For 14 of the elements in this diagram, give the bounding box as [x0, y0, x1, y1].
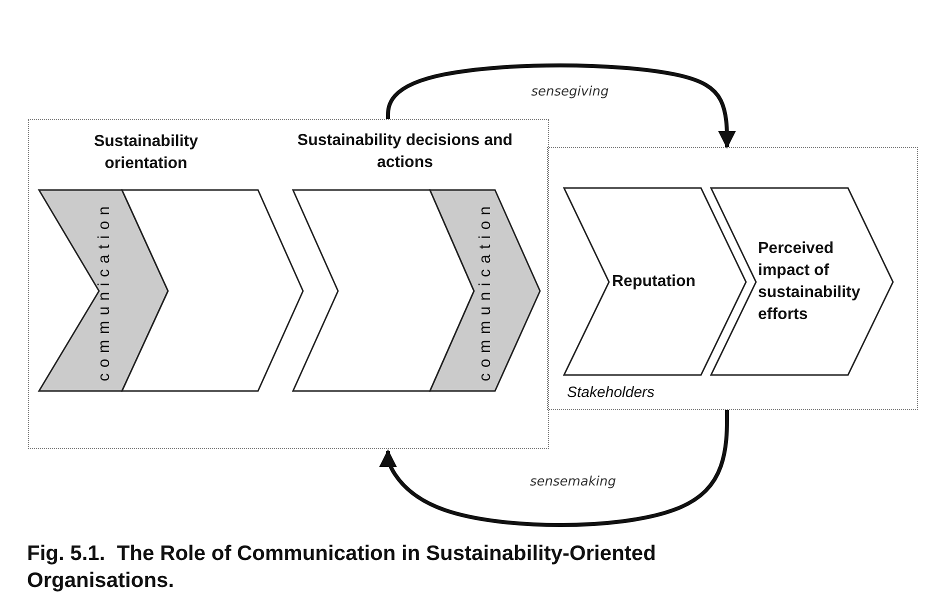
- group-label: Stakeholders: [567, 384, 656, 401]
- curved-arrow: [386, 63, 736, 149]
- group-frame: [28, 119, 549, 449]
- vertical-label: communication: [477, 200, 495, 382]
- group-frame: [547, 147, 918, 410]
- chevron-label: Reputation: [612, 272, 697, 292]
- chevron-label: Perceived impact of sustainability efforts: [758, 239, 862, 325]
- curved-arrow: [379, 410, 729, 527]
- edge-label: sensegiving: [529, 84, 611, 100]
- vertical-label: communication: [96, 200, 114, 382]
- heading: Sustainability orientation: [92, 132, 200, 174]
- edge-label: sensemaking: [528, 474, 618, 490]
- heading: Sustainability decisions and actions: [296, 131, 514, 173]
- figure-caption: Fig. 5.1. The Role of Communication in Sustainability-Oriented Organisations.: [27, 541, 657, 594]
